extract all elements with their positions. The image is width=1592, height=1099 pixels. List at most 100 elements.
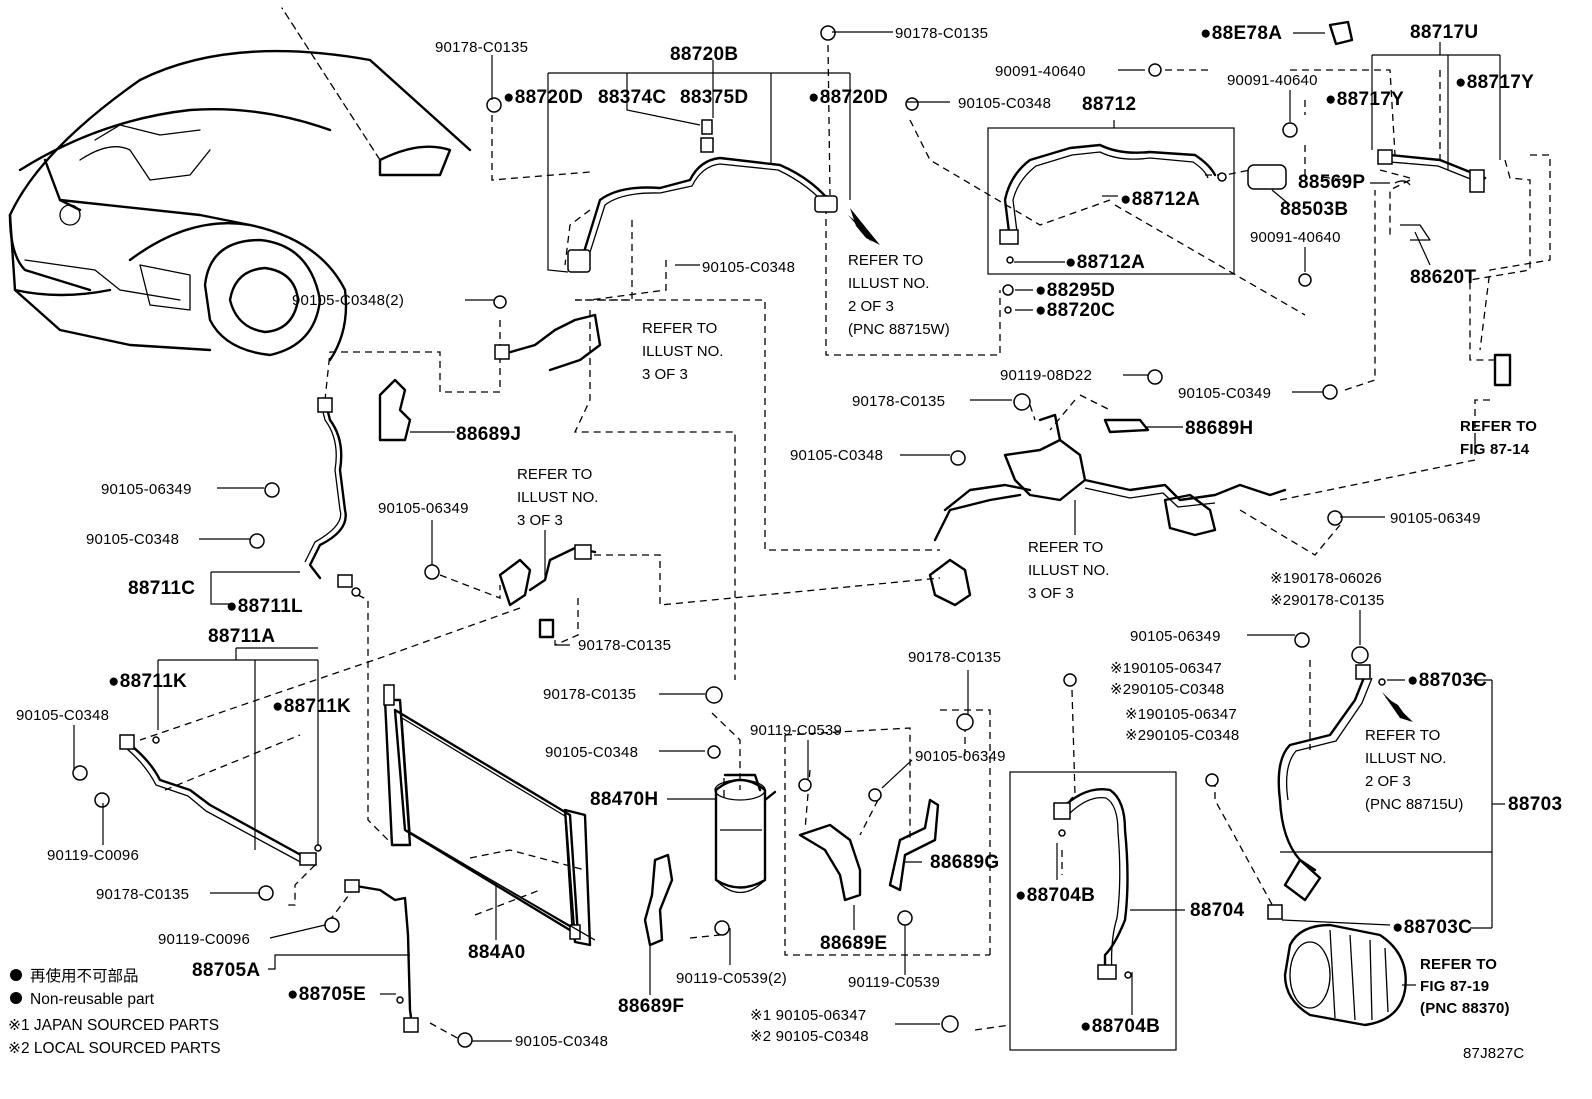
label-88703: 88703	[1508, 794, 1562, 815]
svg-text:2 OF 3: 2 OF 3	[1365, 773, 1411, 790]
label-90105-c0348-bottom: 90105-C0348	[515, 1033, 608, 1050]
label-88720B: 88720B	[670, 44, 738, 65]
valve-and-piping-center	[928, 369, 1343, 607]
label-90178-c0135-mid-right: 90178-C0135	[908, 649, 1001, 666]
label-90178-c0135-bottom-left: 90178-C0135	[96, 886, 189, 903]
label-90105-c0348-a: ※290105-C0348	[1110, 681, 1224, 698]
label-90119-c0539-top: 90119-C0539	[750, 722, 842, 739]
note-refer-fig-87-14: REFER TO FIG 87-14	[1460, 418, 1537, 458]
note-refer-2of3-88715U: REFER TO ILLUST NO. 2 OF 3 (PNC 88715U)	[1365, 727, 1463, 813]
dashed-reference-lines	[139, 44, 1551, 1046]
label-88703C-top: ●88703C	[1407, 670, 1487, 691]
label-88704B-top: ●88704B	[1015, 885, 1095, 906]
legend-note1: ※1 JAPAN SOURCED PARTS	[8, 1017, 219, 1034]
svg-text:3 OF 3: 3 OF 3	[1028, 585, 1074, 602]
label-88711A: 88711A	[208, 626, 275, 647]
note-refer-2of3-88715W: REFER TO ILLUST NO. 2 OF 3 (PNC 88715W)	[848, 252, 950, 338]
vehicle-front-illustration	[8, 7, 472, 362]
svg-text:ILLUST NO.: ILLUST NO.	[1028, 562, 1109, 579]
label-90105-c0348-far-left: 90105-C0348	[16, 707, 109, 724]
tube-88717U	[1148, 20, 1512, 400]
svg-text:2 OF 3: 2 OF 3	[848, 298, 894, 315]
svg-text:ILLUST NO.: ILLUST NO.	[848, 275, 929, 292]
label-88711C: 88711C	[128, 578, 195, 599]
label-88720C: ●88720C	[1035, 300, 1115, 321]
svg-text:REFER TO: REFER TO	[1365, 727, 1440, 744]
label-90105-06347-a: ※190105-06347	[1110, 660, 1222, 677]
label-90105-c0348-right-hdr: 90105-C0348	[958, 95, 1051, 112]
label-90178-c0135-a: 90178-C0135	[435, 39, 528, 56]
label-90178-c0135-b: 90178-C0135	[895, 25, 988, 42]
label-90178-c0135-center: 90178-C0135	[578, 637, 671, 654]
svg-text:REFER TO: REFER TO	[1028, 539, 1103, 556]
label-88470H: 88470H	[590, 789, 658, 810]
legend-non-reusable-en: Non-reusable part	[30, 991, 155, 1008]
label-90105-c0348-b: ※290105-C0348	[1125, 727, 1239, 744]
label-88720D-right: ●88720D	[808, 87, 888, 108]
svg-text:FIG 87-19: FIG 87-19	[1420, 978, 1489, 995]
label-88712A-bottom: ●88712A	[1065, 252, 1145, 273]
label-90105-06349-comp: 90105-06349	[1130, 628, 1221, 645]
liquid-line-88720B	[486, 25, 880, 273]
label-90105-c0348-c: ※2 90105-C0348	[750, 1028, 869, 1045]
condenser-884A0	[383, 684, 596, 947]
svg-text:REFER TO: REFER TO	[642, 320, 717, 337]
label-88689F: 88689F	[618, 996, 684, 1017]
label-90105-c0349: 90105-C0349	[1178, 385, 1271, 402]
label-90105-06349-mid: 90105-06349	[915, 748, 1006, 765]
label-884A0: 884A0	[468, 942, 526, 963]
label-88711K-left: ●88711K	[108, 671, 187, 692]
suction-hose-88704	[941, 673, 1219, 1051]
label-90105-c0348-left: 90105-C0348	[86, 531, 179, 548]
label-88E78A: ●88E78A	[1200, 23, 1282, 44]
note-refer-3of3-c: REFER TO ILLUST NO. 3 OF 3	[1028, 539, 1109, 602]
label-90178-c0135-2: ※290178-C0135	[1270, 592, 1384, 609]
label-88704B-bottom: ●88704B	[1080, 1016, 1160, 1037]
leader-lines	[73, 31, 1476, 1042]
label-88569P: 88569P	[1298, 172, 1365, 193]
label-88717U: 88717U	[1410, 22, 1478, 43]
compressor	[1283, 923, 1407, 1027]
diagram-id: 87J827C	[1463, 1045, 1524, 1062]
note-refer-fig-87-19: REFER TO FIG 87-19 (PNC 88370)	[1420, 956, 1510, 1017]
discharge-hose-88703	[1267, 632, 1413, 920]
group-brackets	[157, 42, 1505, 929]
svg-text:REFER TO: REFER TO	[517, 466, 592, 483]
label-90105-c0348-valve: 90105-C0348	[790, 447, 883, 464]
label-88717Y-a: ●88717Y	[1325, 89, 1404, 110]
legend-note2: ※2 LOCAL SOURCED PARTS	[8, 1040, 221, 1057]
label-90105-c0348-2: 90105-C0348(2)	[292, 292, 404, 309]
label-90105-c0348-mid: 90105-C0348	[702, 259, 795, 276]
label-90105-06347-b: ※190105-06347	[1125, 706, 1237, 723]
label-88705A: 88705A	[192, 960, 260, 981]
label-88689E: 88689E	[820, 933, 887, 954]
discharge-line-88711A	[72, 734, 473, 1048]
label-88712A-top: ●88712A	[1120, 189, 1200, 210]
receiver-88470H	[643, 686, 777, 947]
hose-88712	[905, 97, 1235, 314]
refer-notes: REFER TO ILLUST NO. 2 OF 3 (PNC 88715W) …	[517, 252, 1537, 1017]
svg-text:(PNC 88715W): (PNC 88715W)	[848, 321, 950, 338]
note-refer-3of3-b: REFER TO ILLUST NO. 3 OF 3	[517, 466, 598, 529]
label-90178-c0135-rec: 90178-C0135	[543, 686, 636, 703]
label-88689H: 88689H	[1185, 418, 1253, 439]
svg-text:REFER TO: REFER TO	[1420, 956, 1497, 973]
svg-text:ILLUST NO.: ILLUST NO.	[642, 343, 723, 360]
label-90091-40640-c: 90091-40640	[1250, 229, 1341, 246]
label-88704: 88704	[1190, 900, 1244, 921]
svg-text:3 OF 3: 3 OF 3	[517, 512, 563, 529]
label-88720D-left: ●88720D	[503, 87, 583, 108]
label-90105-06349-left: 90105-06349	[101, 481, 192, 498]
brackets-88689E-88689G	[798, 713, 974, 926]
legend-non-reusable-jp: 再使用不可部品	[30, 967, 139, 985]
label-88689G: 88689G	[930, 852, 999, 873]
label-88705E: ●88705E	[287, 984, 366, 1005]
label-88503B: 88503B	[1280, 199, 1348, 220]
label-90119-08d22: 90119-08D22	[1000, 367, 1092, 384]
label-88620T: 88620T	[1410, 267, 1476, 288]
label-90105-c0348-rec: 90105-C0348	[545, 744, 638, 761]
label-88703C-bottom: ●88703C	[1392, 917, 1472, 938]
label-88295D: ●88295D	[1035, 280, 1115, 301]
label-90119-c0539-bottom: 90119-C0539	[848, 974, 940, 991]
label-88374C: 88374C	[598, 87, 666, 108]
